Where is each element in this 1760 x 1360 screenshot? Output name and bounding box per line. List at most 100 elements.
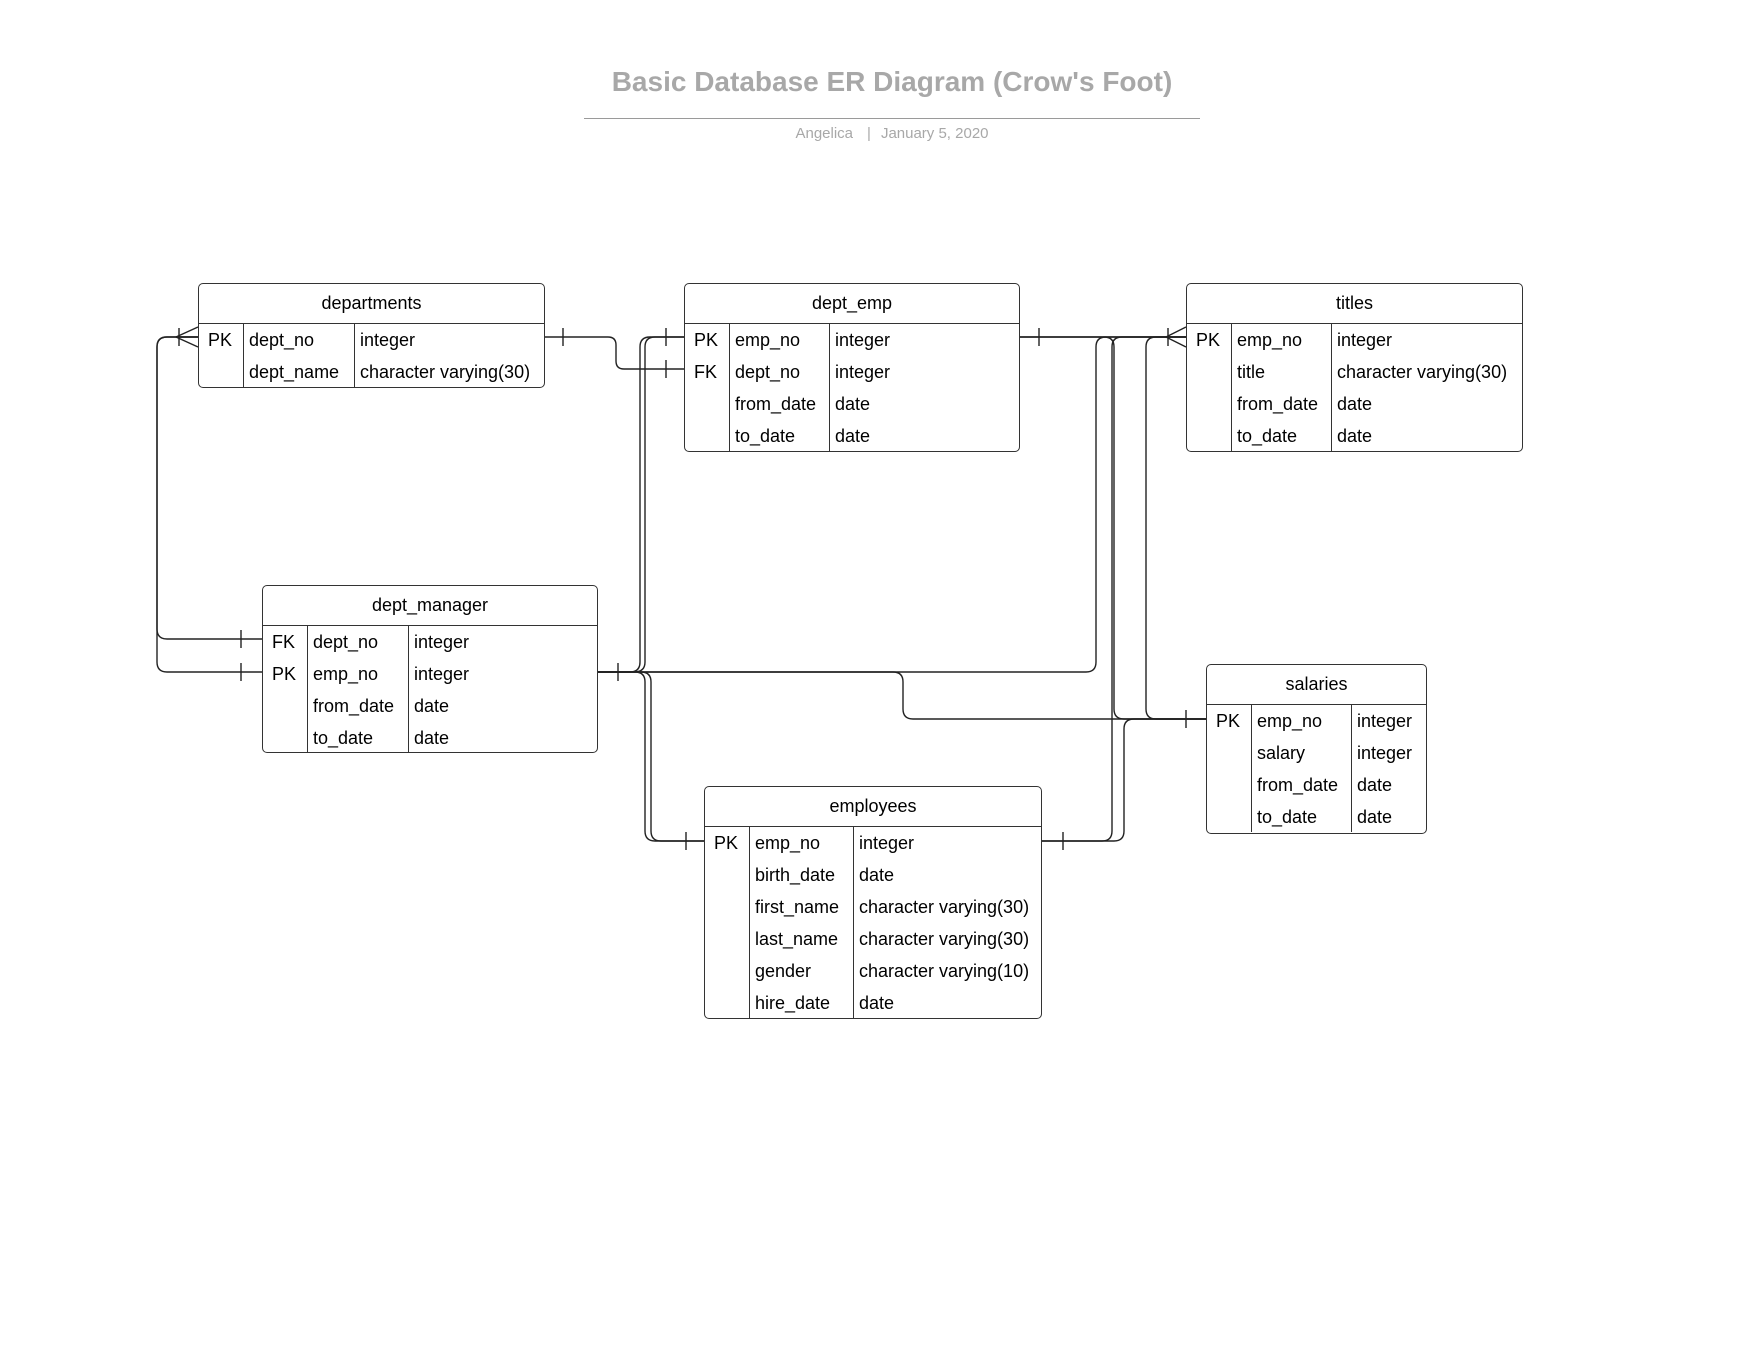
table-row: PK dept_no integer [199, 324, 544, 356]
entity-departments[interactable]: departments PK dept_no integer dept_name… [198, 283, 545, 388]
table-row: birth_date date [705, 859, 1041, 891]
rel-dept-manager-departments-b [156, 336, 262, 673]
column-name: dept_no [730, 356, 830, 388]
entity-salaries[interactable]: salaries PK emp_no integer salary intege… [1206, 664, 1427, 834]
rel-dept-emp-salaries [1020, 336, 1206, 720]
column-name: last_name [750, 923, 854, 955]
table-row: first_name character varying(30) [705, 891, 1041, 923]
entity-dept-manager[interactable]: dept_manager FK dept_no integer PK emp_n… [262, 585, 598, 753]
column-name: dept_no [308, 626, 409, 658]
column-name: hire_date [750, 987, 854, 1018]
title-divider [584, 118, 1200, 119]
column-type: character varying(30) [859, 929, 1030, 949]
key-marker: PK [263, 658, 308, 690]
key-marker [705, 891, 750, 923]
column-type: date [414, 728, 450, 748]
key-marker [705, 955, 750, 987]
key-marker: PK [1187, 324, 1232, 356]
column-type: character varying(30) [360, 362, 531, 382]
column-name: emp_no [730, 324, 830, 356]
column-type: date [859, 993, 895, 1013]
key-marker [705, 859, 750, 891]
rel-employees-salaries [1042, 718, 1206, 842]
entity-salaries-header: salaries [1207, 665, 1426, 705]
entity-dept-emp[interactable]: dept_emp PK emp_no integer FK dept_no in… [684, 283, 1020, 452]
column-name: salary [1252, 737, 1352, 769]
column-type: integer [1337, 330, 1393, 350]
table-row: dept_name character varying(30) [199, 356, 544, 387]
rel-dept-manager-dept-emp-b [598, 336, 684, 673]
table-row: from_date date [263, 690, 597, 722]
table-row: to_date date [1187, 420, 1522, 451]
column-type: date [835, 426, 871, 446]
entity-employees-header: employees [705, 787, 1041, 827]
rel-departments-dept-emp [545, 336, 684, 370]
table-row: last_name character varying(30) [705, 923, 1041, 955]
column-name: emp_no [1252, 705, 1352, 737]
table-row: from_date date [1207, 769, 1426, 801]
diagram-subtitle: Angelica|January 5, 2020 [584, 125, 1200, 142]
entity-departments-header: departments [199, 284, 544, 324]
entity-employees[interactable]: employees PK emp_no integer birth_date d… [704, 786, 1042, 1019]
subtitle-separator: | [867, 125, 871, 142]
column-type: integer [1357, 711, 1413, 731]
table-row: gender character varying(10) [705, 955, 1041, 987]
key-marker [1187, 356, 1232, 388]
key-marker: PK [685, 324, 730, 356]
column-type: integer [414, 664, 470, 684]
column-name: gender [750, 955, 854, 987]
column-type: character varying(30) [859, 897, 1030, 917]
column-name: dept_name [244, 356, 355, 387]
table-row: PK emp_no integer [1207, 705, 1426, 737]
key-marker [1207, 769, 1252, 801]
entity-titles[interactable]: titles PK emp_no integer title character… [1186, 283, 1523, 452]
table-row: from_date date [685, 388, 1019, 420]
column-name: emp_no [1232, 324, 1332, 356]
column-type: date [1337, 426, 1373, 446]
table-row: to_date date [263, 722, 597, 752]
entity-titles-header: titles [1187, 284, 1522, 324]
cardinality-marks [175, 326, 1187, 850]
table-row: title character varying(30) [1187, 356, 1522, 388]
rel-dept-manager-employees-b [598, 671, 704, 842]
table-row: PK emp_no integer [705, 827, 1041, 859]
key-marker [1187, 420, 1232, 451]
key-marker [263, 722, 308, 752]
column-name: emp_no [308, 658, 409, 690]
column-type: integer [1357, 743, 1413, 763]
key-marker: FK [685, 356, 730, 388]
column-name: from_date [730, 388, 830, 420]
column-type: date [1357, 775, 1393, 795]
diagram-title: Basic Database ER Diagram (Crow's Foot) [611, 66, 1173, 97]
column-name: to_date [1252, 801, 1352, 832]
table-row: PK emp_no integer [685, 324, 1019, 356]
column-name: to_date [1232, 420, 1332, 451]
key-marker: PK [1207, 705, 1252, 737]
column-name: from_date [308, 690, 409, 722]
key-marker: FK [263, 626, 308, 658]
column-type: integer [360, 330, 416, 350]
column-name: from_date [1232, 388, 1332, 420]
column-type: character varying(30) [1337, 362, 1508, 382]
key-marker [685, 420, 730, 451]
table-row: PK emp_no integer [263, 658, 597, 690]
column-type: date [859, 865, 895, 885]
diagram-date: January 5, 2020 [880, 125, 989, 142]
key-marker [685, 388, 730, 420]
column-type: integer [859, 833, 915, 853]
column-type: integer [835, 330, 891, 350]
key-marker [705, 923, 750, 955]
column-type: date [1337, 394, 1373, 414]
key-marker [263, 690, 308, 722]
column-name: from_date [1252, 769, 1352, 801]
column-type: date [414, 696, 450, 716]
key-marker [705, 987, 750, 1018]
column-name: first_name [750, 891, 854, 923]
table-row: to_date date [1207, 801, 1426, 832]
entity-dept-manager-header: dept_manager [263, 586, 597, 626]
column-name: to_date [308, 722, 409, 752]
column-type: date [1357, 807, 1393, 827]
key-marker [1207, 737, 1252, 769]
table-row: FK dept_no integer [263, 626, 597, 658]
